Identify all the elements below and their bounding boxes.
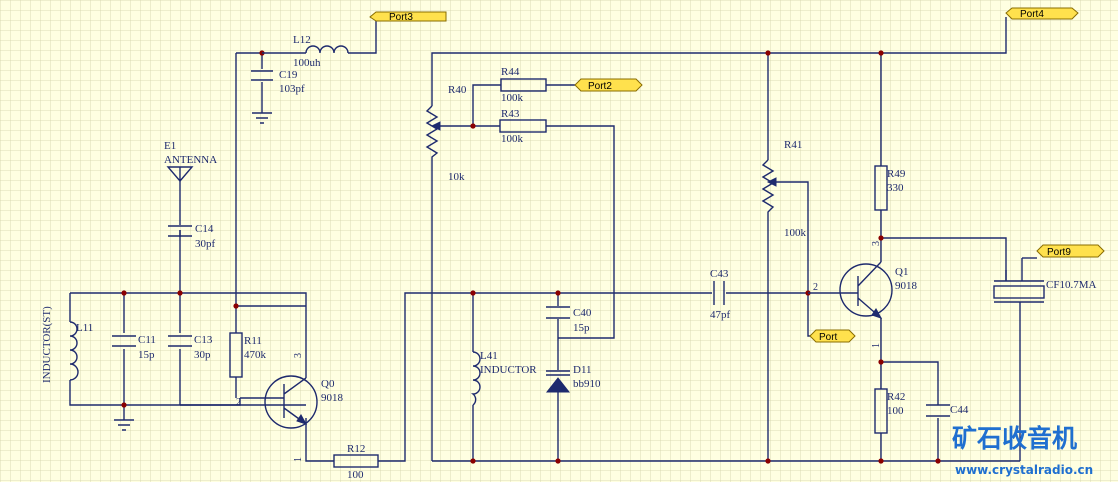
port3-tag[interactable]: Port3 <box>369 11 447 23</box>
port9-label: Port9 <box>1047 247 1071 258</box>
l41-ref: L41 <box>480 350 498 362</box>
port9-tag[interactable]: Port9 <box>1036 244 1105 258</box>
port2-tag[interactable]: Port2 <box>574 78 643 92</box>
capacitor-c43 <box>713 281 725 305</box>
d11-value: bb910 <box>573 378 601 390</box>
c43-value: 47pf <box>710 309 731 321</box>
c40-ref: C40 <box>573 307 592 319</box>
r44-ref: R44 <box>501 66 520 78</box>
potentiometer-r40 <box>425 105 441 195</box>
transistor-q0 <box>264 375 318 429</box>
capacitor-c19 <box>251 70 273 81</box>
r43-value: 100k <box>501 133 524 145</box>
resistor-r49 <box>874 165 888 211</box>
watermark-title: 矿石收音机 <box>952 424 1077 453</box>
q0-value: 9018 <box>321 392 344 404</box>
l12-ref: L12 <box>293 34 311 46</box>
c19-ref: C19 <box>279 69 298 81</box>
ceramic-filter-cf <box>993 270 1045 305</box>
r40-ref: R40 <box>448 84 467 96</box>
r11-ref: R11 <box>244 335 262 347</box>
capacitor-c13 <box>168 335 192 347</box>
capacitor-c14 <box>168 225 192 237</box>
wires <box>69 17 1037 462</box>
r12-ref: R12 <box>347 443 365 455</box>
q0-pin-emitter: 1 <box>293 457 304 462</box>
l11-type-label: INDUCTOR(ST) <box>41 306 53 383</box>
q0-pin-base: 2 <box>236 397 241 408</box>
port-tag[interactable]: Port <box>809 329 856 343</box>
antenna-e1 <box>166 166 194 183</box>
l41-value: INDUCTOR <box>480 364 537 376</box>
ground-symbol-c11 <box>114 419 134 431</box>
r41-value: 100k <box>784 227 807 239</box>
c40-value: 15p <box>573 322 590 334</box>
inductor-l12 <box>262 45 351 54</box>
r11-value: 470k <box>244 349 267 361</box>
junctions <box>121 50 941 464</box>
watermark-url: www.crystalradio.cn <box>955 463 1093 477</box>
watermark: 矿石收音机 www.crystalradio.cn <box>952 424 1093 477</box>
potentiometer-r41 <box>761 159 777 216</box>
capacitor-c40 <box>546 306 570 319</box>
port-label: Port <box>819 332 838 343</box>
e1-value: ANTENNA <box>164 154 217 166</box>
c13-value: 30p <box>194 349 211 361</box>
transistor-q1 <box>808 261 893 319</box>
ground-symbol-c19 <box>252 112 272 124</box>
inductor-l41 <box>470 351 481 406</box>
r49-value: 330 <box>887 182 904 194</box>
resistor-r42 <box>874 388 888 434</box>
capacitor-c11 <box>112 335 136 347</box>
resistor-r12 <box>333 454 379 468</box>
l12-value: 100uh <box>293 57 321 69</box>
c14-value: 30pf <box>195 238 216 250</box>
c43-ref: C43 <box>710 268 729 280</box>
q0-pin-collector: 3 <box>293 353 304 358</box>
q1-pin-base: 2 <box>813 282 818 293</box>
capacitor-c44 <box>926 404 950 417</box>
resistor-r43 <box>499 119 547 133</box>
inductor-l11 <box>69 321 79 381</box>
c44-ref: C44 <box>950 404 969 416</box>
port4-tag[interactable]: Port4 <box>1005 7 1079 20</box>
e1-ref: E1 <box>164 140 176 152</box>
q0-ref: Q0 <box>321 378 335 390</box>
resistor-r11 <box>229 332 243 378</box>
r43-ref: R43 <box>501 108 520 120</box>
port3-label: Port3 <box>389 12 413 23</box>
cf-ref: CF10.7MA <box>1046 279 1096 291</box>
port4-label: Port4 <box>1020 9 1044 20</box>
r44-value: 100k <box>501 92 524 104</box>
resistor-r44 <box>500 78 547 92</box>
r42-value: 100 <box>887 405 904 417</box>
r12-value: 100 <box>347 469 364 481</box>
c19-value: 103pf <box>279 83 305 95</box>
r49-ref: R49 <box>887 168 906 180</box>
q1-pin-collector: 3 <box>871 241 882 246</box>
diode-d11 <box>545 370 571 393</box>
q1-ref: Q1 <box>895 266 908 278</box>
c11-ref: C11 <box>138 334 156 346</box>
q1-value: 9018 <box>895 280 918 292</box>
c13-ref: C13 <box>194 334 213 346</box>
d11-ref: D11 <box>573 364 592 376</box>
r40-value: 10k <box>448 171 465 183</box>
c11-value: 15p <box>138 349 155 361</box>
l11-ref: L11 <box>76 322 93 334</box>
c14-ref: C14 <box>195 223 214 235</box>
port2-label: Port2 <box>588 81 612 92</box>
r42-ref: R42 <box>887 391 905 403</box>
r41-ref: R41 <box>784 139 802 151</box>
q1-pin-emitter: 1 <box>871 343 882 348</box>
